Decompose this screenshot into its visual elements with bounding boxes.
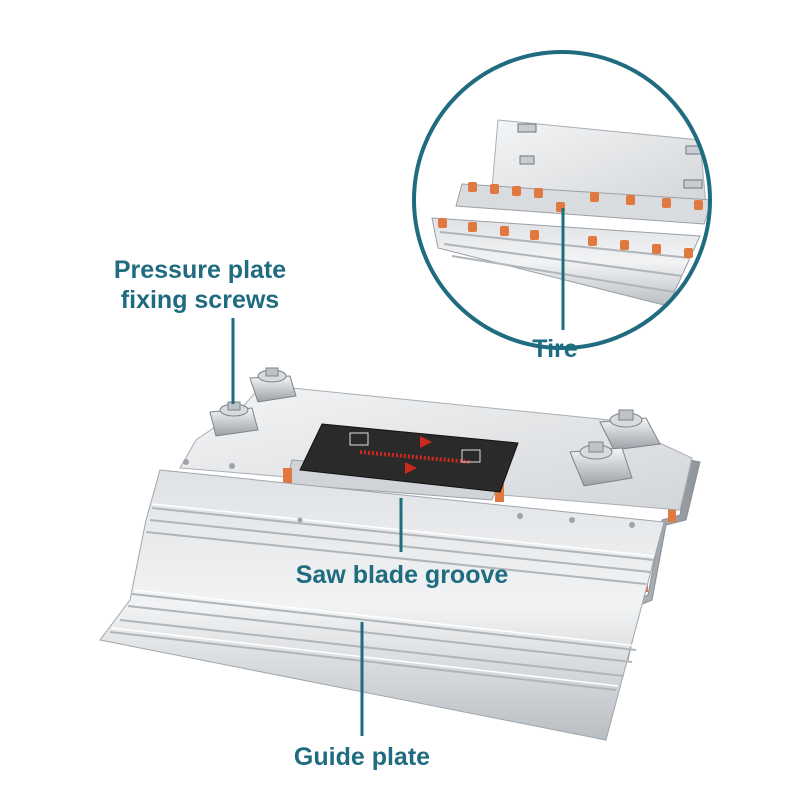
saw-blade-groove-label: Saw blade groove (295, 561, 509, 589)
inset-border (412, 50, 712, 350)
fixing-screw-clamp (599, 409, 661, 451)
guide-rail-body (99, 367, 701, 741)
scale-bar (359, 450, 471, 464)
groove-tire (283, 468, 292, 486)
side-tire (668, 500, 676, 522)
guide-plate-face (99, 469, 665, 741)
pressure-plate-screws-label: Pressure plate fixing screws (60, 255, 340, 315)
fixing-screw-clamp (569, 441, 633, 487)
tire-label: Tire (532, 335, 578, 363)
pressure-label-line2: fixing screws (120, 286, 280, 314)
pressure-label-line1: Pressure plate (113, 256, 287, 284)
groove-tire (495, 484, 504, 502)
guide-plate-label: Guide plate (293, 743, 431, 771)
tire-row (438, 182, 703, 258)
scale-arrow (405, 462, 417, 474)
scale-arrow (420, 436, 432, 448)
fixing-screw-clamp (249, 367, 297, 403)
tire-detail-inset (412, 50, 712, 350)
guide-plate-ridges (109, 507, 655, 691)
